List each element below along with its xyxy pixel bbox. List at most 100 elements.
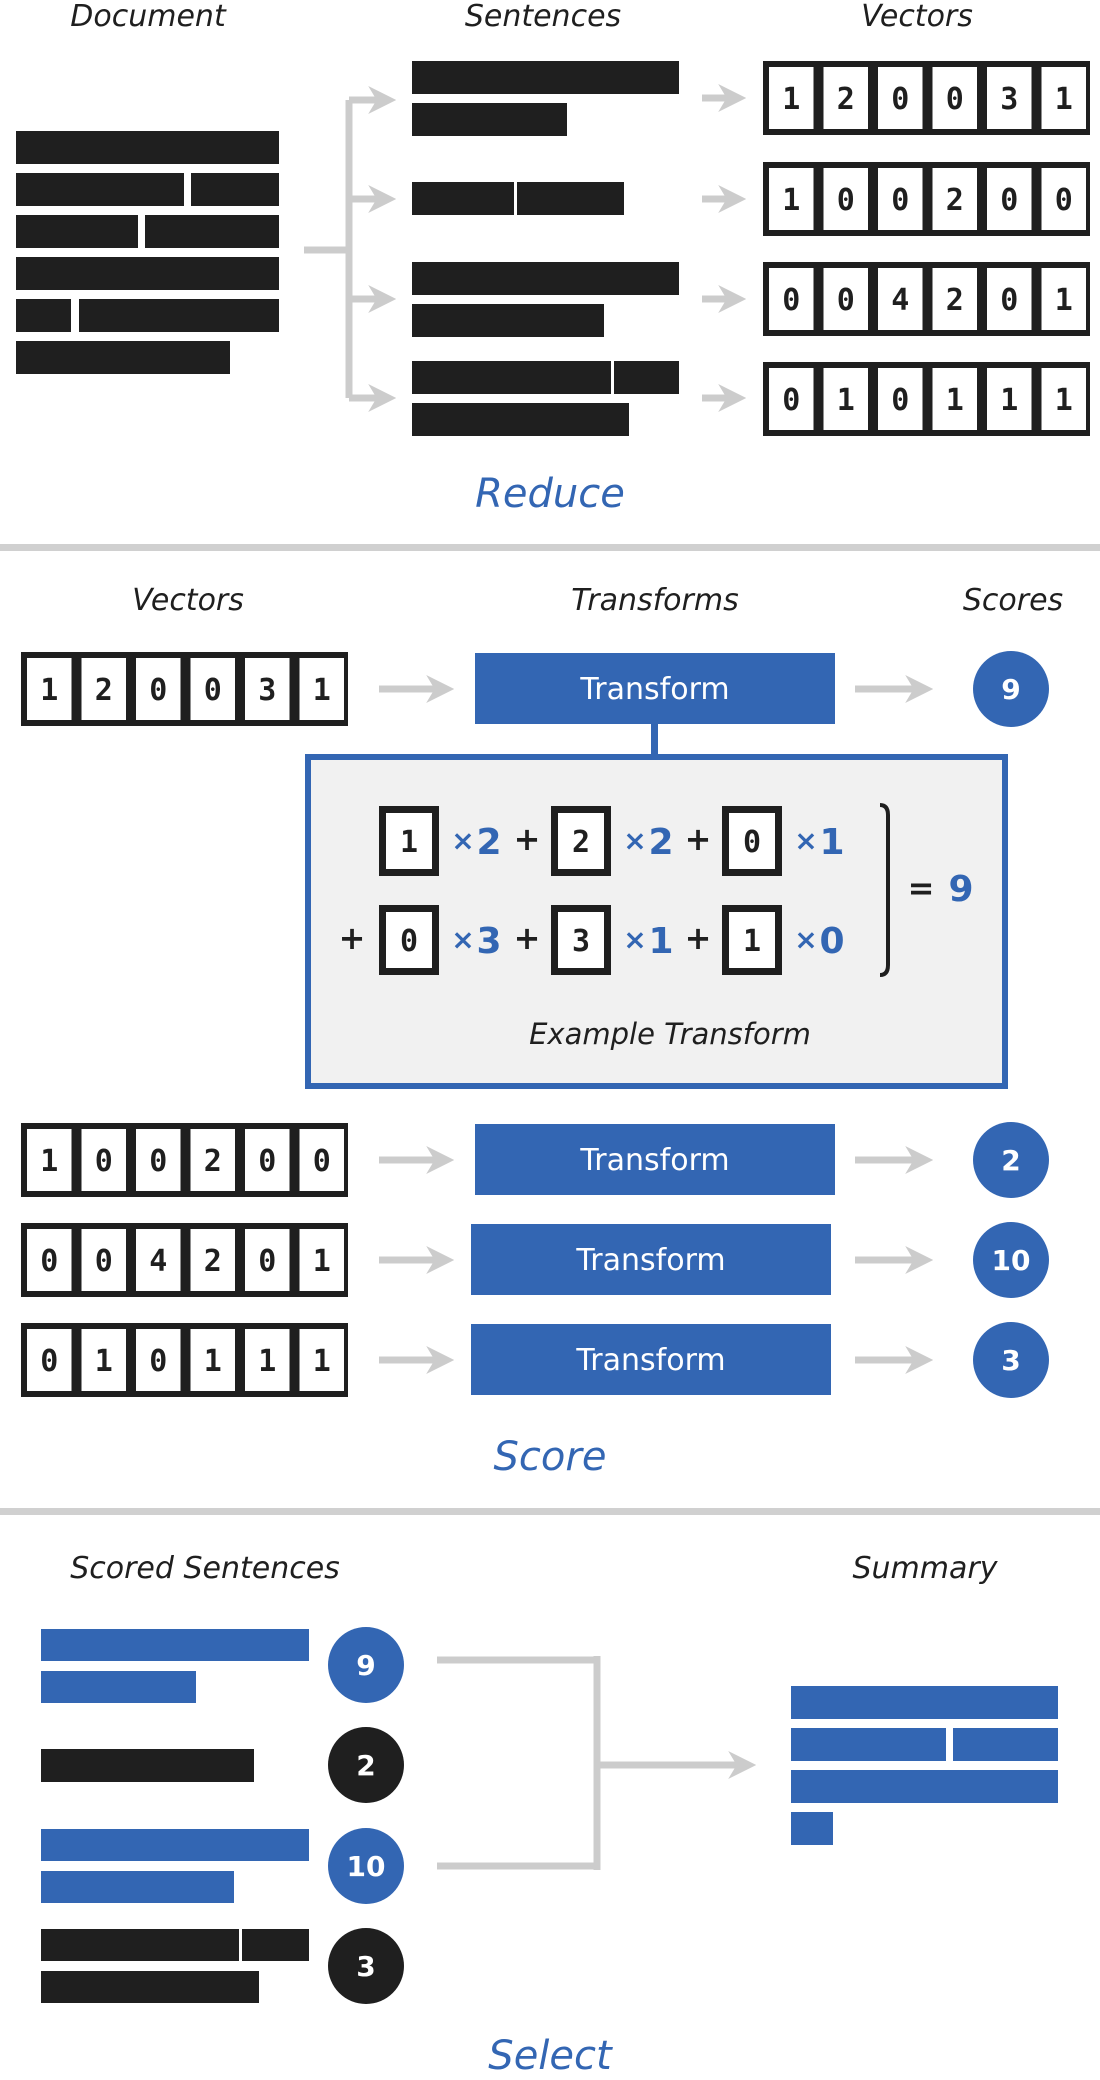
select-score-badge-4: 3: [328, 1928, 404, 2004]
example-term-6: +1×0: [685, 905, 845, 975]
vector-value: 1: [946, 383, 964, 418]
sentence-3: [412, 262, 679, 337]
score-badge: 9: [973, 651, 1049, 727]
summary-icon: [791, 1686, 1058, 1845]
plus-sign: +: [339, 919, 366, 957]
sentence-1: [412, 61, 679, 136]
transform-box: Transform: [475, 653, 835, 724]
vector-cell: 0: [245, 1129, 290, 1191]
transforms-header: Transforms: [571, 583, 738, 618]
vector-cell: 4: [136, 1229, 181, 1291]
vector-cell: 1: [299, 658, 344, 720]
vector-cell: 0: [823, 168, 868, 230]
vector-cell: 0: [987, 268, 1032, 330]
document-header: Document: [70, 0, 227, 34]
select-score-badge-1: 9: [328, 1627, 404, 1703]
term-weight: 1: [819, 822, 844, 863]
merge-connector: [437, 1656, 757, 1870]
example-transform-panel: 1×2+2×2+0×1+0×3+3×1+1×0 = 9 Example Tran…: [305, 754, 1008, 1089]
vector-value: 0: [1000, 183, 1018, 218]
times-sign: ×: [451, 824, 474, 857]
vector-value: 1: [40, 673, 58, 708]
vector-value: 2: [204, 1144, 222, 1179]
vector-cell: 1: [245, 1329, 290, 1391]
vector-value: 0: [313, 1144, 331, 1179]
reduce-label: Reduce: [475, 471, 625, 517]
transform-label: Transform: [575, 1343, 725, 1378]
transform-box: Transform: [475, 1124, 835, 1195]
vector-cell: 0: [81, 1229, 126, 1291]
vector-cell: 1: [987, 368, 1032, 430]
score-label: Score: [494, 1434, 607, 1480]
vector-cell: 0: [823, 268, 868, 330]
vector-value: 0: [946, 82, 964, 117]
term-weight: 1: [648, 921, 673, 962]
vector-value: 0: [782, 283, 800, 318]
term-value: 2: [572, 825, 590, 860]
score-value: 2: [1001, 1144, 1020, 1177]
vector-value: 0: [40, 1244, 58, 1279]
select-label: Select: [488, 2033, 613, 2079]
vector-value: 1: [782, 183, 800, 218]
example-term-3: +0×1: [685, 806, 845, 876]
vector-value: 0: [891, 82, 909, 117]
score-badge: 10: [973, 1222, 1049, 1298]
sentence-4: [412, 361, 679, 436]
term-value: 1: [743, 924, 761, 959]
vector-cell: 1: [1041, 368, 1086, 430]
times-sign: ×: [451, 923, 474, 956]
vector-cell: 2: [190, 1129, 235, 1191]
vector-value: 2: [204, 1244, 222, 1279]
vector-value: 3: [258, 673, 276, 708]
select-score-badge-3: 10: [328, 1828, 404, 1904]
times-sign: ×: [623, 824, 646, 857]
vector-cell: 0: [245, 1229, 290, 1291]
score-value: 9: [356, 1649, 375, 1682]
vector-value: 0: [258, 1244, 276, 1279]
vector-value: 4: [149, 1244, 167, 1279]
reduce-section: Document Sentences Vectors: [16, 0, 1090, 517]
vector-cell: 0: [299, 1129, 344, 1191]
example-term-4: +0×3: [339, 905, 502, 975]
vector-value: 1: [313, 1244, 331, 1279]
vector-value: 1: [1055, 82, 1073, 117]
vector-value: 0: [891, 383, 909, 418]
vector-value: 0: [95, 1244, 113, 1279]
vector-value: 1: [1055, 383, 1073, 418]
vector-cell: 0: [27, 1229, 72, 1291]
score-section: Vectors Transforms Scores 1×2+2×2+0×1+0×…: [21, 583, 1063, 1480]
vector-cell: 1: [1041, 67, 1086, 129]
vector-cell: 2: [823, 67, 868, 129]
vector-cell: 0: [878, 67, 923, 129]
scored-sentence-2: [41, 1749, 254, 1782]
vectors-header: Vectors: [861, 0, 973, 34]
vector-cell: 4: [878, 268, 923, 330]
vector-value: 4: [891, 283, 909, 318]
vector-value: 0: [258, 1144, 276, 1179]
score-value: 3: [1001, 1344, 1020, 1377]
divider-2: [0, 1508, 1100, 1515]
times-sign: ×: [794, 923, 817, 956]
summary-header: Summary: [853, 1551, 999, 1586]
vector-cell: 1: [769, 67, 814, 129]
times-sign: ×: [623, 923, 646, 956]
score-vectors-header: Vectors: [132, 583, 244, 618]
plus-sign: +: [685, 919, 712, 957]
vector-cell: 0: [769, 268, 814, 330]
vector-cell: 0: [27, 1329, 72, 1391]
closing-brace: [879, 803, 890, 977]
term-weight: 3: [476, 921, 501, 962]
vector-cell: 1: [299, 1229, 344, 1291]
transform-box: Transform: [471, 1324, 831, 1395]
vector-value: 1: [258, 1344, 276, 1379]
term-weight: 2: [648, 822, 673, 863]
